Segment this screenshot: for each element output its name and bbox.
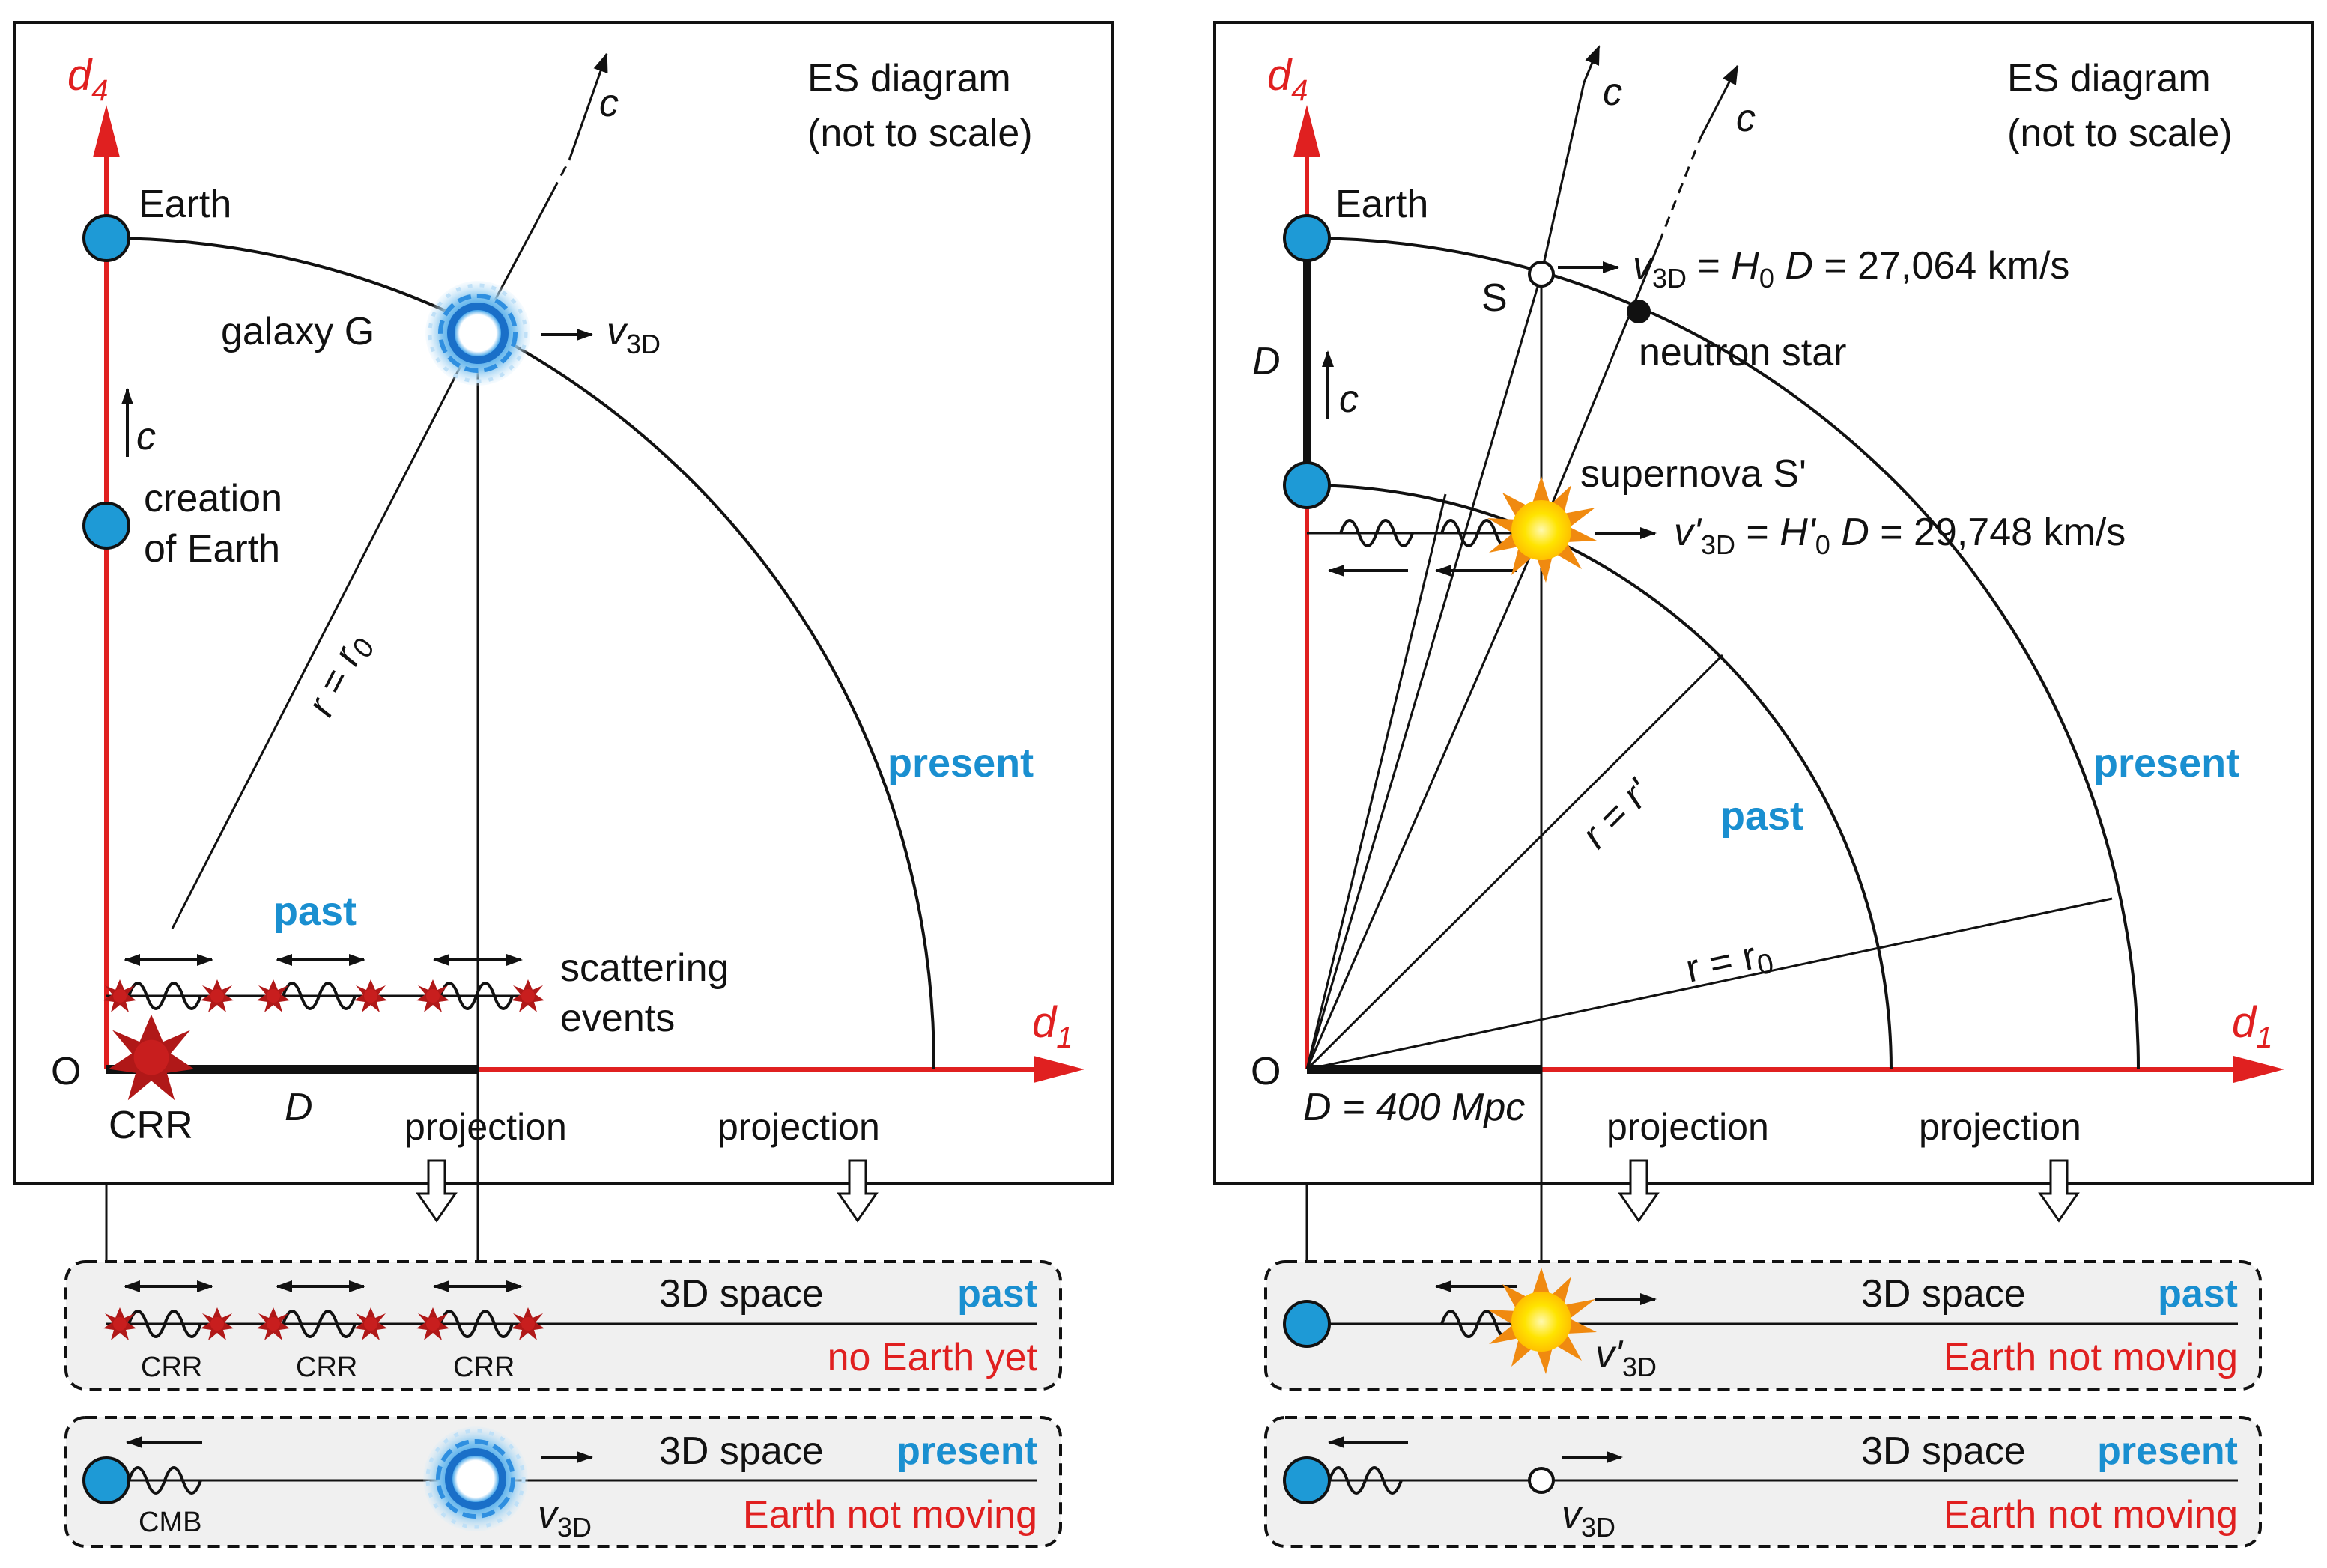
left-d1-arrowhead (1034, 1056, 1084, 1083)
right-projection2: projection (1919, 1106, 2081, 1148)
earth-icon (82, 502, 130, 550)
left-box-cmb: CMB (139, 1507, 201, 1538)
right-title-line1: ES diagram (2007, 57, 2211, 100)
earth-icon (82, 1456, 130, 1504)
right-projection-arrow-1 (1618, 1159, 1660, 1223)
left-box-present-space: 3D space (659, 1429, 824, 1473)
left-box-crr-3: CRR (453, 1352, 515, 1383)
right-c-arrow-2 (1699, 64, 1739, 139)
right-S-label: S (1481, 276, 1508, 320)
left-projection2: projection (717, 1106, 880, 1148)
right-present-arc (1306, 237, 2140, 1070)
earth-icon (82, 214, 130, 262)
left-projection1: projection (404, 1106, 567, 1148)
left-box-past-status: no Earth yet (828, 1336, 1038, 1379)
right-past-label: past (1720, 794, 1803, 839)
left-box-past: CRR CRR CRR 3D space past no Earth yet (64, 1260, 1062, 1391)
right-origin-label: O (1251, 1050, 1281, 1093)
right-eq2: v'3D = H'0 D = 29,748 km/s (1674, 511, 2126, 560)
right-box-present: v3D 3D space present Earth not moving (1264, 1416, 2262, 1548)
right-neutron-label: neutron star (1639, 331, 1847, 374)
left-d1-label: d1 (1032, 998, 1073, 1054)
right-title-line2: (not to scale) (2007, 112, 2233, 155)
right-c-arrow-1 (1583, 45, 1601, 83)
S-marker-icon (1528, 1467, 1555, 1494)
left-crr-label: CRR (109, 1104, 193, 1147)
right-box-past-space: 3D space (1861, 1272, 2026, 1316)
left-box-crr-2: CRR (296, 1352, 357, 1383)
left-scattering-line2: events (560, 997, 675, 1040)
right-box-past-v: v'3D (1595, 1333, 1657, 1382)
galaxy-icon (425, 281, 530, 386)
left-projection-arrow-1 (416, 1159, 458, 1223)
S-marker-icon (1528, 261, 1555, 288)
right-box-present-space: 3D space (1861, 1429, 2026, 1473)
left-box-present-state: present (896, 1429, 1037, 1473)
left-d4-label: d4 (67, 51, 109, 107)
right-d1-arrowhead (2233, 1056, 2284, 1083)
right-ray-r-prime (1305, 654, 1724, 1071)
right-D-value-label: D = 400 Mpc (1303, 1086, 1525, 1129)
left-D-label: D (285, 1086, 313, 1129)
left-past-label: past (273, 889, 357, 934)
left-scattering-events (103, 960, 544, 1012)
left-es-panel: d4 d1 ES diagram (not to scale) present … (13, 21, 1114, 1277)
left-box-v3d: v3D (538, 1493, 592, 1543)
right-ray-S (1305, 273, 1543, 1070)
left-title-line2: (not to scale) (807, 112, 1033, 155)
right-present-label: present (2093, 741, 2239, 785)
right-ray-earthpast (1305, 493, 1447, 1070)
right-box-present-v: v3D (1562, 1493, 1615, 1543)
right-projection-arrow-2 (2038, 1159, 2080, 1223)
earth-icon (1283, 214, 1331, 262)
right-d4-label: d4 (1267, 51, 1308, 107)
right-box-past-status: Earth not moving (1944, 1336, 2238, 1379)
left-scattering-line1: scattering (560, 946, 729, 990)
left-d4-arrowhead (93, 105, 120, 157)
right-box-past: v'3D 3D space past Earth not moving (1264, 1260, 2262, 1391)
right-box-present-state: present (2097, 1429, 2238, 1473)
right-d1-label: d1 (2232, 998, 2273, 1054)
right-D-vertical-label: D (1252, 340, 1281, 383)
left-creation-line1: creation (144, 477, 282, 520)
left-present-arc (106, 237, 936, 1070)
right-c-label-1: c (1603, 70, 1622, 114)
left-galaxy-label: galaxy G (221, 310, 374, 353)
left-title-line1: ES diagram (807, 57, 1011, 100)
left-c-up-label: c (136, 415, 156, 458)
right-d4-arrowhead (1293, 105, 1320, 157)
right-es-panel: d4 d1 ES diagram (not to scale) present … (1213, 21, 2314, 1277)
left-origin-label: O (51, 1050, 81, 1093)
right-eq1: v3D = H0 D = 27,064 km/s (1633, 244, 2069, 294)
left-c-arrow (568, 52, 608, 161)
left-box-past-state: past (957, 1272, 1037, 1316)
right-ray-supernova (1305, 529, 1543, 1070)
left-box-past-space: 3D space (659, 1272, 824, 1316)
left-present-label: present (888, 741, 1034, 785)
right-supernova-label: supernova S' (1580, 452, 1806, 496)
earth-icon (1283, 461, 1331, 509)
right-ray-r0 (1306, 897, 2113, 1071)
right-box-past-state: past (2158, 1272, 2238, 1316)
right-panel-frame (1213, 21, 2314, 1185)
left-earth-label: Earth (139, 183, 231, 226)
left-projection-arrow-2 (837, 1159, 879, 1223)
neutron-star-icon (1627, 300, 1651, 323)
earth-icon (1283, 1300, 1331, 1348)
left-box-present-status: Earth not moving (743, 1493, 1037, 1537)
right-box-present-status: Earth not moving (1944, 1493, 2238, 1537)
left-box-crr-1: CRR (141, 1352, 202, 1383)
left-v3d-label: v3D (607, 310, 661, 359)
left-c-label: c (599, 82, 619, 125)
right-c-up-label: c (1339, 377, 1359, 421)
earth-icon (1283, 1456, 1331, 1504)
right-c-label-2: c (1736, 97, 1756, 140)
galaxy-icon (423, 1426, 528, 1531)
left-box-present: CMB v3D 3D space present Earth not movin… (64, 1416, 1062, 1548)
right-projection1: projection (1607, 1106, 1769, 1148)
left-creation-line2: of Earth (144, 527, 280, 571)
left-r0-line (171, 329, 481, 929)
right-earth-label: Earth (1335, 183, 1428, 226)
